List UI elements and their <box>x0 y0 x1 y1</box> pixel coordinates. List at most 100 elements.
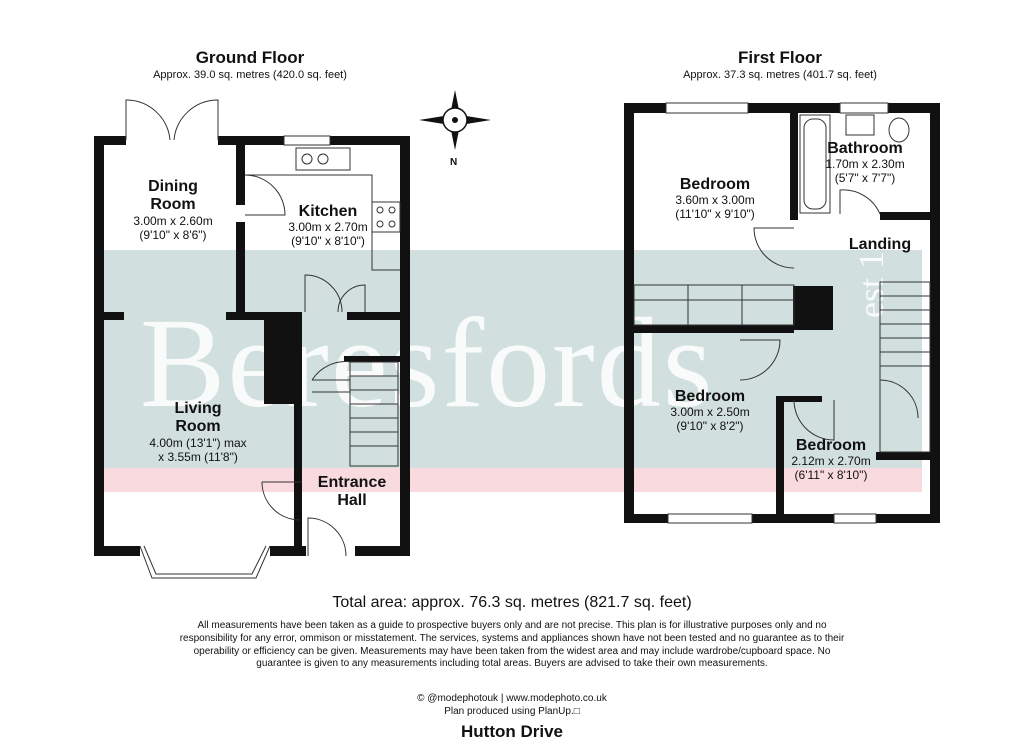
property-address: Hutton Drive <box>461 722 563 741</box>
gf-wall-internal-g <box>344 356 400 362</box>
watermark-band-pink <box>102 468 922 492</box>
ff-bath-wall-bottom <box>880 212 938 220</box>
room-dining-name-2: Room <box>150 196 196 214</box>
ff-wall-left <box>624 103 634 523</box>
gf-door-store <box>337 284 366 313</box>
room-dining-name-1: Dining <box>148 178 198 195</box>
gf-wall-internal-d <box>226 312 266 320</box>
room-bedroom-2-name: Bedroom <box>674 388 746 405</box>
ff-door-bed1 <box>753 227 795 269</box>
gf-wall-internal-e <box>294 400 302 550</box>
ff-wall-mid <box>776 396 784 518</box>
room-bathroom-dim-m: 1.70m x 2.30m <box>825 157 905 172</box>
gf-wall-top-left <box>94 136 126 145</box>
credits: © @modephotouk | www.modephoto.co.uk Pla… <box>0 692 1024 718</box>
ff-wall-bottom-b <box>752 514 834 523</box>
ff-wall-bottom-a <box>624 514 668 523</box>
first-floor-header: First Floor Approx. 37.3 sq. metres (401… <box>670 48 890 81</box>
gf-door-kitchen <box>304 274 343 313</box>
total-area: Total area: approx. 76.3 sq. metres (821… <box>332 594 692 611</box>
gf-door-dining <box>244 174 286 216</box>
room-bedroom-3-dim-ft: (6'11" x 8'10") <box>794 468 868 483</box>
gf-wall-internal-f <box>347 312 409 320</box>
gf-bay-window <box>139 545 271 579</box>
gf-wall-internal-b <box>236 222 245 317</box>
room-living-name-1: Living <box>174 400 222 417</box>
room-living-name-2: Room <box>175 418 221 436</box>
room-bathroom-dim-ft: (5'7" x 7'7") <box>834 171 896 186</box>
ff-wall-stair-bottom <box>876 452 936 460</box>
gf-wall-top-right <box>330 136 410 145</box>
ff-basin <box>845 114 875 136</box>
room-kitchen-name: Kitchen <box>298 203 358 220</box>
room-kitchen: Kitchen 3.00m x 2.70m (9'10" x 8'10") <box>272 203 384 249</box>
gf-chimney <box>264 312 302 404</box>
ff-wall-bottom-c <box>876 514 940 523</box>
ff-cupboard-wall <box>624 325 794 333</box>
room-bathroom-name: Bathroom <box>827 140 903 157</box>
room-bedroom-1-dim-m: 3.60m x 3.00m <box>675 193 755 208</box>
gf-wall-internal-a <box>236 145 245 205</box>
room-bedroom-1-dim-ft: (11'10" x 9'10") <box>675 207 755 222</box>
gf-sink <box>295 147 351 171</box>
room-landing: Landing <box>840 236 920 254</box>
room-bedroom-3-dim-m: 2.12m x 2.70m <box>791 454 871 469</box>
credit-line-1: © @modephotouk | www.modephoto.co.uk <box>417 693 607 704</box>
room-entrance-name-1: Entrance <box>317 474 387 491</box>
room-kitchen-dim-m: 3.00m x 2.70m <box>288 220 368 235</box>
room-bedroom-3: Bedroom 2.12m x 2.70m (6'11" x 8'10") <box>770 437 892 483</box>
first-floor-title: First Floor <box>737 48 823 67</box>
ff-wall-top-b <box>748 103 840 113</box>
gf-stairs <box>349 361 399 467</box>
room-living: Living Room 4.00m (13'1") max x 3.55m (1… <box>128 400 268 464</box>
gf-wall-bottom-mid <box>270 546 306 556</box>
ff-door-bed3 <box>793 399 835 441</box>
gf-french-door-left <box>125 99 171 141</box>
room-landing-name: Landing <box>848 236 912 253</box>
gf-wall-top-mid <box>218 136 284 145</box>
ff-wall-top-c <box>888 103 940 113</box>
room-bedroom-3-name: Bedroom <box>795 437 867 454</box>
gf-wall-internal-c <box>94 312 124 320</box>
gf-door-entrance <box>261 481 302 521</box>
ff-bath-wall-left <box>790 110 798 220</box>
gf-wall-bottom-left <box>94 546 140 556</box>
ground-floor-title: Ground Floor <box>195 48 305 67</box>
ff-door-bathroom <box>839 189 881 215</box>
room-bathroom: Bathroom 1.70m x 2.30m (5'7" x 7'7") <box>812 140 918 186</box>
room-entrance-name-2: Hall <box>337 492 367 510</box>
ff-bed3-window <box>833 513 877 524</box>
credit-line-2: Plan produced using PlanUp.□ <box>444 706 580 717</box>
room-entrance: Entrance Hall <box>306 474 398 511</box>
ground-floor-area: Approx. 39.0 sq. metres (420.0 sq. feet) <box>153 69 347 81</box>
room-living-dim-2: x 3.55m (11'8") <box>158 449 238 464</box>
ff-bath-window <box>839 102 889 114</box>
room-bedroom-1-name: Bedroom <box>679 176 751 193</box>
ff-door-bed2 <box>739 339 781 381</box>
gf-kitchen-window <box>283 135 331 146</box>
room-bedroom-2-dim-m: 3.00m x 2.50m <box>670 405 750 420</box>
compass-north-label: N <box>450 157 458 168</box>
room-dining-dim-m: 3.00m x 2.60m <box>133 213 213 228</box>
first-floor-area: Approx. 37.3 sq. metres (401.7 sq. feet) <box>683 69 877 81</box>
room-bedroom-2: Bedroom 3.00m x 2.50m (9'10" x 8'2") <box>645 388 775 434</box>
room-dining-dim-ft: (9'10" x 8'6") <box>139 227 207 242</box>
ff-cupboards <box>633 284 795 326</box>
ground-floor-header: Ground Floor Approx. 39.0 sq. metres (42… <box>145 48 355 81</box>
gf-front-door <box>307 517 347 557</box>
room-bedroom-1: Bedroom 3.60m x 3.00m (11'10" x 9'10") <box>650 176 780 222</box>
gf-wall-left <box>94 136 104 556</box>
ff-chimney <box>793 286 833 330</box>
disclaimer: All measurements have been taken as a gu… <box>179 620 845 670</box>
ff-wall-top-a <box>624 103 666 113</box>
gf-french-door-right <box>173 99 219 141</box>
room-living-dim-1: 4.00m (13'1") max <box>149 435 247 450</box>
ff-wall-right <box>930 103 940 523</box>
room-dining: Dining Room 3.00m x 2.60m (9'10" x 8'6") <box>118 178 228 242</box>
compass-rose-icon <box>419 90 491 150</box>
room-kitchen-dim-ft: (9'10" x 8'10") <box>291 234 365 249</box>
ff-wall-bed3-top <box>776 396 822 402</box>
gf-wall-right <box>400 136 410 556</box>
ff-bed2-window <box>667 513 753 524</box>
